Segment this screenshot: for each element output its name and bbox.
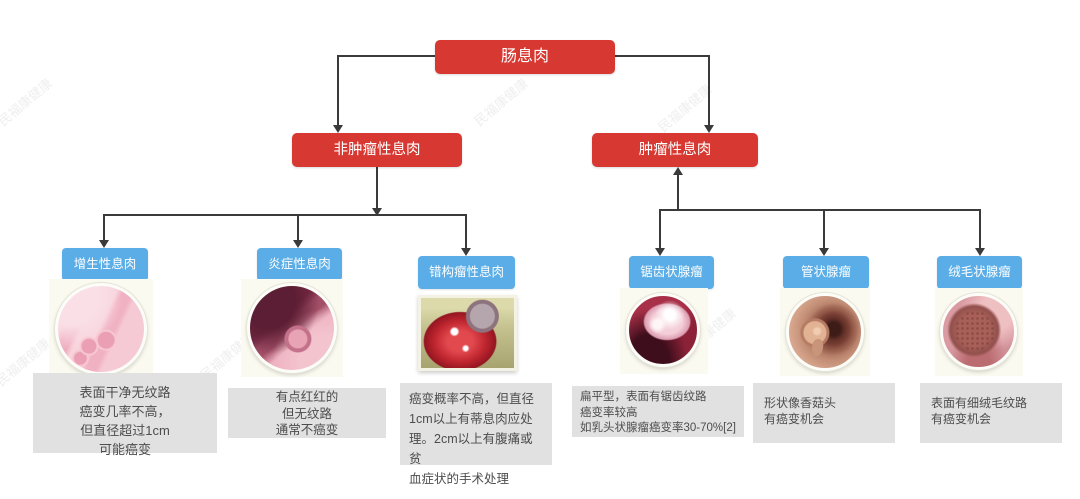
connector-line bbox=[337, 55, 435, 57]
connector-line bbox=[297, 214, 299, 241]
arrowhead-down-icon bbox=[372, 208, 382, 216]
serrated-adenoma-image bbox=[626, 293, 700, 367]
connector-line bbox=[823, 209, 825, 249]
node-inflammatory-polyp: 炎症性息肉 bbox=[257, 248, 342, 281]
hyperplastic-polyp-image bbox=[55, 283, 147, 375]
arrowhead-down-icon bbox=[293, 240, 303, 248]
arrowhead-down-icon bbox=[655, 248, 665, 256]
connector-line bbox=[465, 214, 467, 249]
node-non-neoplastic: 非肿瘤性息肉 bbox=[292, 133, 462, 167]
inflammatory-polyp-image bbox=[247, 283, 337, 373]
serrated-adenoma-desc: 扁平型，表面有锯齿纹路 癌变率较高 如乳头状腺瘤癌变率30-70%[2] bbox=[572, 386, 744, 437]
arrowhead-down-icon bbox=[333, 125, 343, 133]
node-root: 肠息肉 bbox=[435, 40, 615, 74]
connector-line bbox=[659, 209, 661, 249]
arrowhead-down-icon bbox=[975, 248, 985, 256]
node-tubular-adenoma: 管状腺瘤 bbox=[783, 256, 869, 289]
arrowhead-down-icon bbox=[819, 248, 829, 256]
villous-adenoma-desc: 表面有细绒毛纹路 有癌变机会 bbox=[920, 383, 1062, 443]
connector-line bbox=[376, 167, 378, 209]
arrowhead-up-icon bbox=[673, 167, 683, 175]
hamartomatous-polyp-desc: 癌变概率不高，但直径 1cm以上有蒂息肉应处 理。2cm以上有腹痛或贫 血症状的… bbox=[400, 383, 552, 486]
connector-line bbox=[979, 209, 981, 249]
tubular-adenoma-image bbox=[786, 293, 864, 371]
arrowhead-down-icon bbox=[461, 248, 471, 256]
watermark: 民福康健康 bbox=[0, 75, 55, 129]
villous-adenoma-image bbox=[940, 293, 1017, 370]
tubular-adenoma-desc: 形状像香菇头 有癌变机会 bbox=[753, 383, 895, 443]
hamartomatous-polyp-image bbox=[418, 295, 517, 371]
node-villous-adenoma: 绒毛状腺瘤 bbox=[937, 256, 1022, 289]
connector-line bbox=[103, 214, 467, 216]
node-hamartomatous-polyp: 错构瘤性息肉 bbox=[418, 256, 515, 289]
node-hyperplastic-polyp: 增生性息肉 bbox=[62, 248, 148, 281]
connector-line bbox=[660, 209, 981, 211]
connector-line bbox=[337, 55, 339, 126]
arrowhead-down-icon bbox=[704, 125, 714, 133]
connector-line bbox=[103, 214, 105, 241]
node-neoplastic: 肿瘤性息肉 bbox=[592, 133, 758, 167]
arrowhead-down-icon bbox=[99, 240, 109, 248]
node-serrated-adenoma: 锯齿状腺瘤 bbox=[629, 256, 714, 289]
connector-line bbox=[708, 55, 710, 126]
connector-line bbox=[677, 174, 679, 211]
connector-line bbox=[614, 55, 710, 57]
hyperplastic-polyp-desc: 表面干净无纹路 癌变几率不高， 但直径超过1cm 可能癌变 bbox=[33, 373, 217, 457]
inflammatory-polyp-desc: 有点红红的 但无纹路 通常不癌变 bbox=[228, 388, 386, 438]
watermark: 民福康健康 bbox=[471, 75, 531, 129]
